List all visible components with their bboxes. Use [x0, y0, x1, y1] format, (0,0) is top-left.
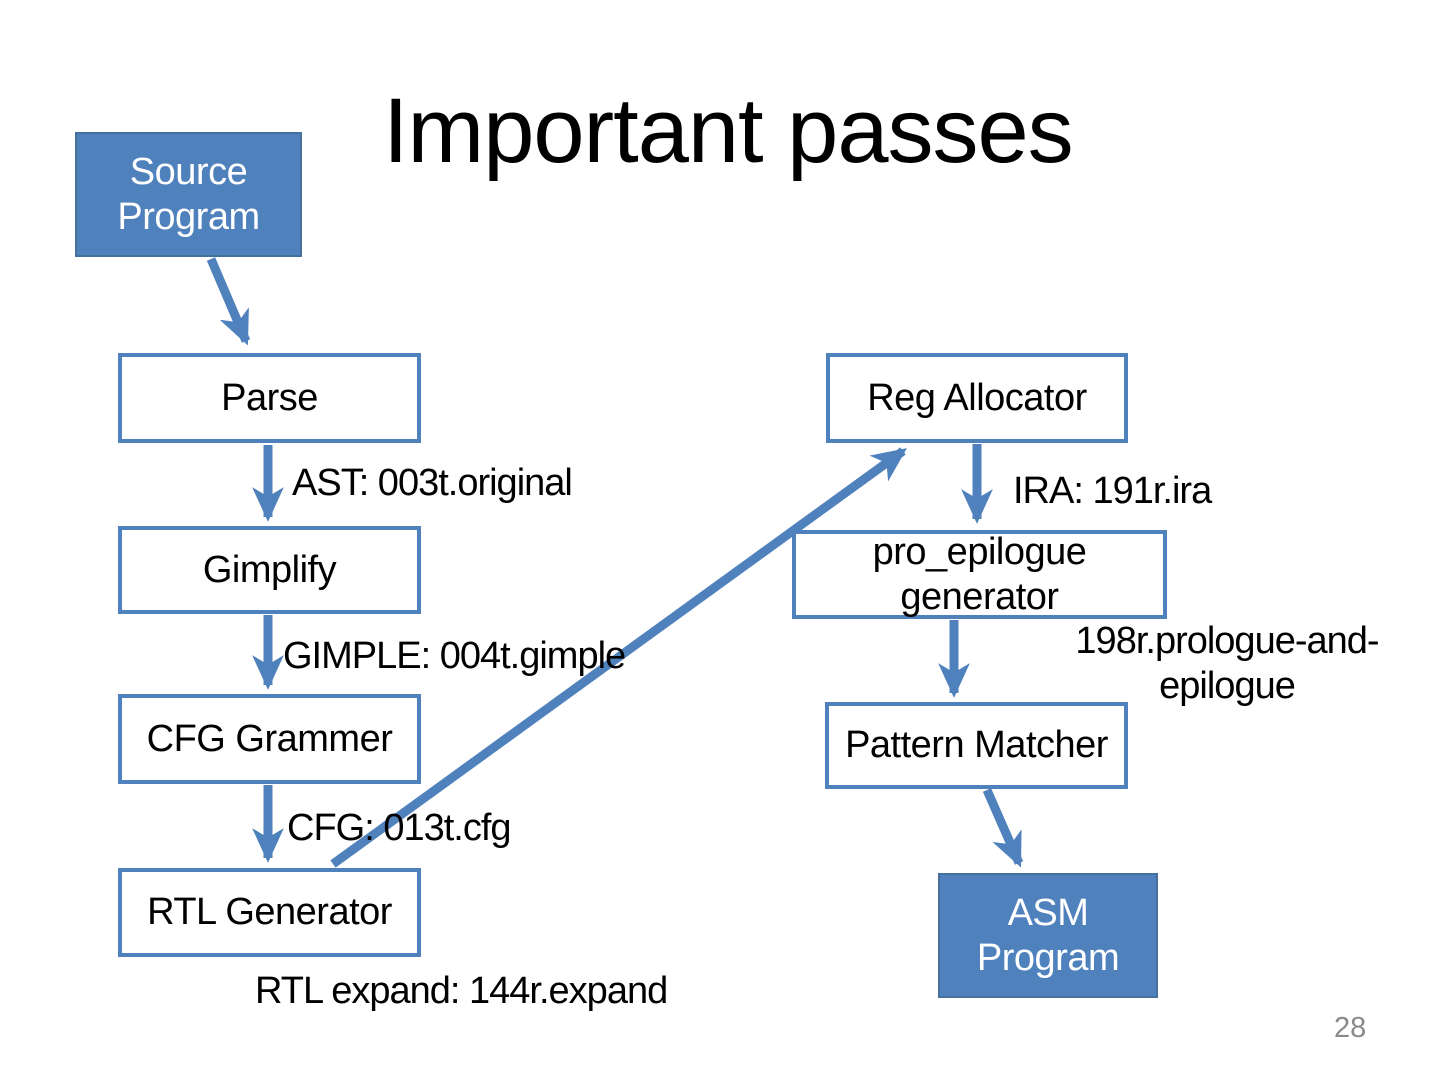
edge-label-prologue-line2: epilogue — [1159, 665, 1296, 707]
edge-label-ast: AST: 003t.original — [292, 462, 573, 504]
node-label-line: pro_epilogue — [872, 530, 1087, 573]
edge-label-rtl-expand: RTL expand: 144r.expand — [255, 970, 668, 1012]
node-cfg-grammer: CFG Grammer — [118, 694, 421, 784]
node-asm-program: ASM Program — [938, 873, 1158, 998]
page-number: 28 — [1334, 1012, 1367, 1044]
slide-title: Important passes — [383, 80, 1074, 182]
node-label-line: generator — [900, 575, 1059, 618]
edge-label-prologue-and-epilogue: 198r.prologue-and- epilogue — [1027, 619, 1427, 709]
node-label-line: Pattern Matcher — [845, 724, 1108, 766]
node-parse: Parse — [118, 353, 421, 443]
edge-label-ira: IRA: 191r.ira — [1013, 470, 1212, 512]
node-label-line: ASM — [1007, 891, 1089, 934]
edge-label-prologue-line1: 198r.prologue-and- — [1075, 620, 1379, 662]
node-reg-allocator: Reg Allocator — [826, 353, 1128, 443]
arrow-pattern-to-asm — [982, 788, 1024, 868]
node-rtl-generator: RTL Generator — [118, 868, 421, 957]
node-pro-epilogue-generator: pro_epilogue generator — [792, 530, 1167, 619]
edge-label-gimple: GIMPLE: 004t.gimple — [283, 635, 626, 677]
node-label-line: Reg Allocator — [867, 376, 1087, 419]
node-label-line: RTL Generator — [147, 891, 392, 933]
arrow-source-to-parse — [206, 257, 251, 346]
arrow-rtl-to-reg-allocator — [330, 447, 907, 868]
node-label-line: Source — [129, 150, 248, 193]
node-source-program: Source Program — [75, 132, 302, 257]
edge-label-cfg: CFG: 013t.cfg — [287, 807, 512, 849]
node-label-line: Parse — [221, 376, 318, 419]
node-label-line: Program — [976, 936, 1120, 979]
node-label-line: Gimplify — [202, 548, 337, 591]
node-label-line: CFG Grammer — [146, 717, 393, 760]
node-gimplify: Gimplify — [118, 526, 421, 614]
node-label-line: Program — [117, 195, 260, 238]
node-pattern-matcher: Pattern Matcher — [825, 702, 1128, 789]
